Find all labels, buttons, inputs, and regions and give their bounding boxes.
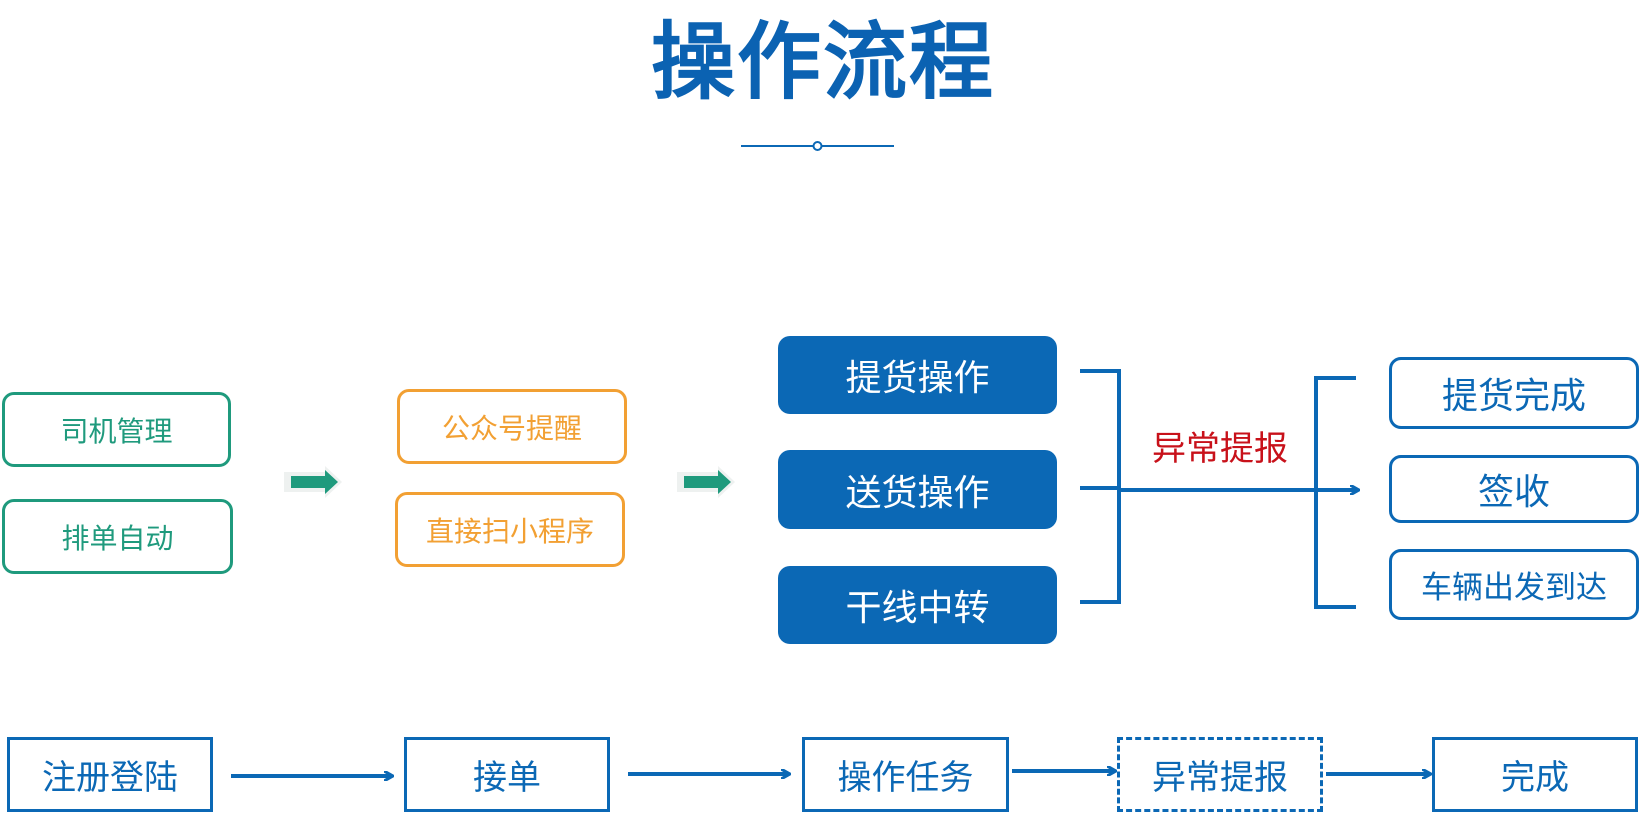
driver-management-box: 司机管理 [2,392,231,467]
trunk-transfer-label: 干线中转 [845,588,990,629]
trunk-transfer-box: 干线中转 [778,566,1057,644]
step-exception-report: 异常提报 [1117,737,1323,812]
wechat-reminder-box: 公众号提醒 [397,389,627,464]
vehicle-depart-arrive-label: 车辆出发到达 [1421,570,1607,606]
sign-receipt-box: 签收 [1389,455,1639,523]
right-block-arrow-icon [284,466,342,498]
step-accept-order-label: 接单 [473,758,541,798]
driver-management-label: 司机管理 [60,414,173,448]
right-bracket [1314,376,1356,609]
pickup-operation-box: 提货操作 [778,336,1057,414]
auto-dispatch-label: 排单自动 [61,521,174,555]
step-operate-task-label: 操作任务 [837,758,974,798]
delivery-operation-box: 送货操作 [778,450,1057,529]
left-bracket [1080,369,1121,604]
pickup-complete-label: 提货完成 [1441,376,1586,417]
pickup-operation-label: 提货操作 [845,358,990,399]
step-operate-task: 操作任务 [802,737,1009,812]
pickup-complete-box: 提货完成 [1389,357,1639,429]
step-exception-report-label: 异常提报 [1152,758,1288,798]
step-register-login-label: 注册登陆 [42,758,178,798]
delivery-operation-label: 送货操作 [845,472,990,514]
vehicle-depart-arrive-box: 车辆出发到达 [1389,549,1639,620]
scan-miniprogram-box: 直接扫小程序 [395,492,625,567]
auto-dispatch-box: 排单自动 [2,499,233,574]
step-register-login: 注册登陆 [7,737,213,812]
step-complete-label: 完成 [1501,758,1569,798]
page-title: 操作流程 [650,13,995,111]
scan-miniprogram-label: 直接扫小程序 [425,514,594,548]
exception-report-label: 异常提报 [1152,428,1288,469]
wechat-reminder-label: 公众号提醒 [441,411,582,445]
dot-divider-icon [741,141,894,151]
right-block-arrow-icon [677,466,735,498]
sign-receipt-label: 签收 [1477,472,1550,513]
step-complete: 完成 [1432,737,1638,812]
step-accept-order: 接单 [404,737,610,812]
